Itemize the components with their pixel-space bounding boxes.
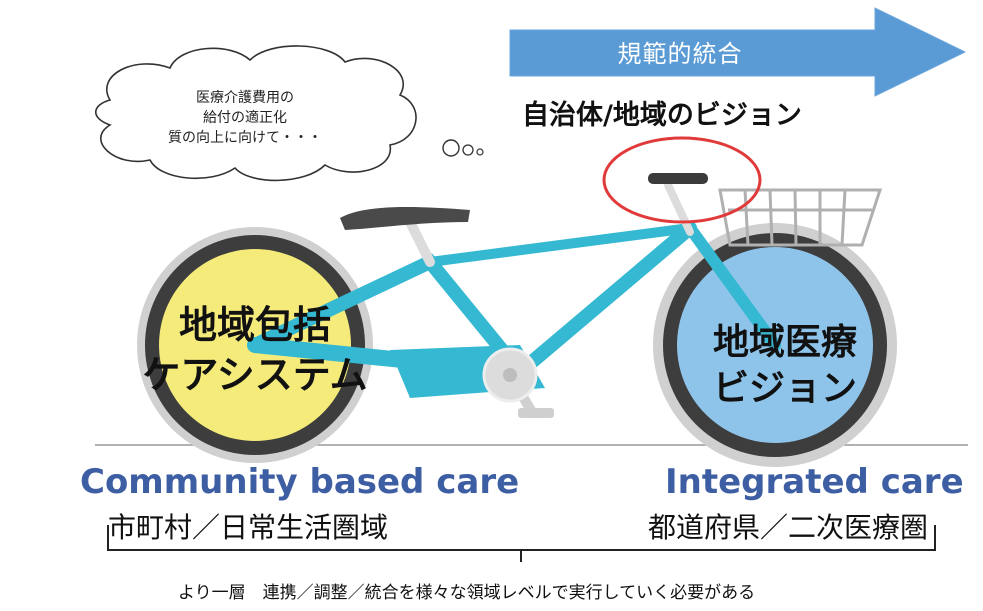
left-wheel-label: 地域包括 ケアシステム (125, 300, 385, 400)
handlebar (648, 173, 708, 184)
normative-integration-arrow (509, 7, 967, 97)
thought-bubble-small (476, 148, 484, 156)
right-caption-jp: 都道府県／二次医療圏 (648, 511, 929, 544)
basket (718, 188, 883, 247)
right-wheel-label: 地域医療 ビジョン (660, 320, 910, 412)
left-wheel-line: ケアシステム (142, 353, 368, 397)
left-wheel-line: 地域包括 (178, 303, 331, 347)
saddle (340, 207, 470, 230)
thought-cloud (94, 45, 484, 182)
right-wheel-line: 地域医療 (712, 322, 857, 363)
seat-post (405, 217, 435, 267)
cloud-line: 質の向上に向けて・・・ (168, 130, 322, 146)
right-wheel-line: ビジョン (712, 368, 857, 409)
thought-bubble-large (442, 139, 460, 157)
highlight-circle (602, 136, 762, 224)
right-caption-en: Integrated care (665, 462, 964, 502)
footer-note: より一層 連携／調整／統合を様々な領域レベルで実行していく必要がある (178, 583, 756, 603)
scope-bracket (107, 525, 936, 562)
arrow-label: 規範的統合 (617, 40, 743, 68)
cloud-text: 医療介護費用の 給付の適正化 質の向上に向けて・・・ (120, 88, 370, 148)
cloud-line: 給付の適正化 (203, 110, 287, 126)
left-caption-jp: 市町村／日常生活圏域 (108, 511, 389, 544)
left-caption-en: Community based care (80, 462, 520, 502)
cloud-line: 医療介護費用の (196, 90, 294, 106)
thought-bubble-medium (462, 144, 474, 156)
stem (664, 181, 694, 236)
vision-title: 自治体/地域のビジョン (522, 100, 802, 131)
pedal (518, 408, 554, 418)
